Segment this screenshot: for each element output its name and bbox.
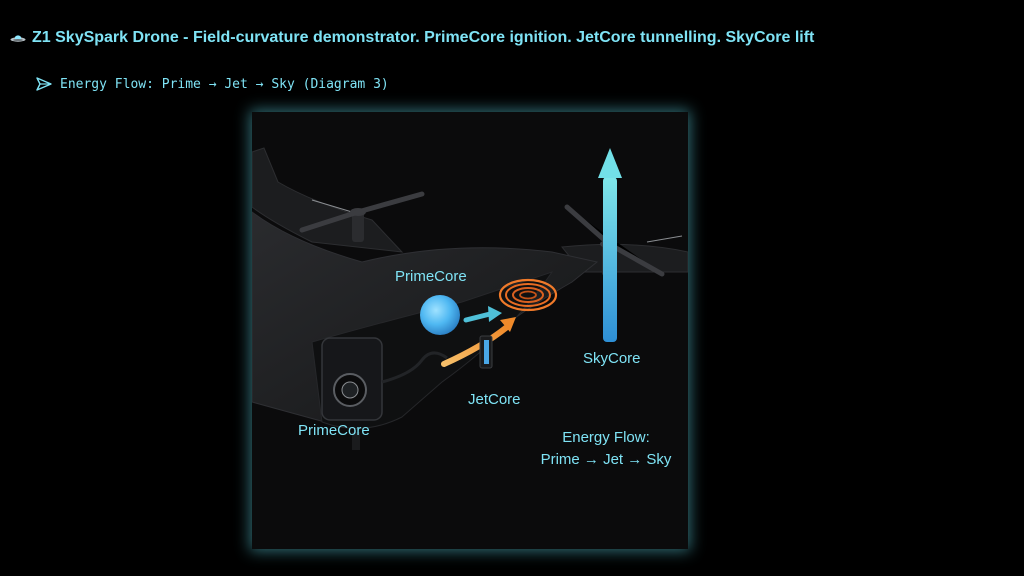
drone-illustration (252, 147, 688, 450)
flying-saucer-icon (10, 30, 26, 46)
diagram-caption: Energy Flow: Prime → Jet → Sky (Diagram … (36, 76, 389, 92)
left-wing (252, 147, 404, 253)
label-jetcore: JetCore (468, 391, 521, 408)
label-primecore-top: PrimeCore (395, 268, 467, 285)
label-skycore: SkyCore (583, 350, 641, 367)
energy-flow-title: Energy Flow: (562, 429, 650, 446)
energy-flow-legend: Energy Flow: Prime → Jet → Sky (516, 427, 688, 471)
prime-to-jet-arrow-icon (463, 306, 502, 323)
skycore-arrow (598, 148, 622, 342)
jet-flow-arrow-icon (441, 317, 516, 367)
energy-flow-path: Prime → Jet → Sky (540, 451, 672, 468)
jetcore-ring-icon (498, 278, 558, 312)
page-title: Z1 SkySpark Drone - Field-curvature demo… (32, 29, 815, 46)
title-bar: Z1 SkySpark Drone - Field-curvature demo… (10, 29, 814, 47)
primecore-orb-icon (420, 295, 460, 335)
label-primecore-bottom: PrimeCore (298, 422, 370, 439)
drone-diagram: PrimeCore SkyCore JetCore PrimeCore Ener… (252, 112, 688, 549)
caption-text: Energy Flow: Prime → Jet → Sky (Diagram … (60, 76, 389, 92)
propeller-left-icon (299, 191, 425, 242)
camera-module-icon (321, 337, 383, 450)
send-arrow-icon (36, 76, 52, 92)
